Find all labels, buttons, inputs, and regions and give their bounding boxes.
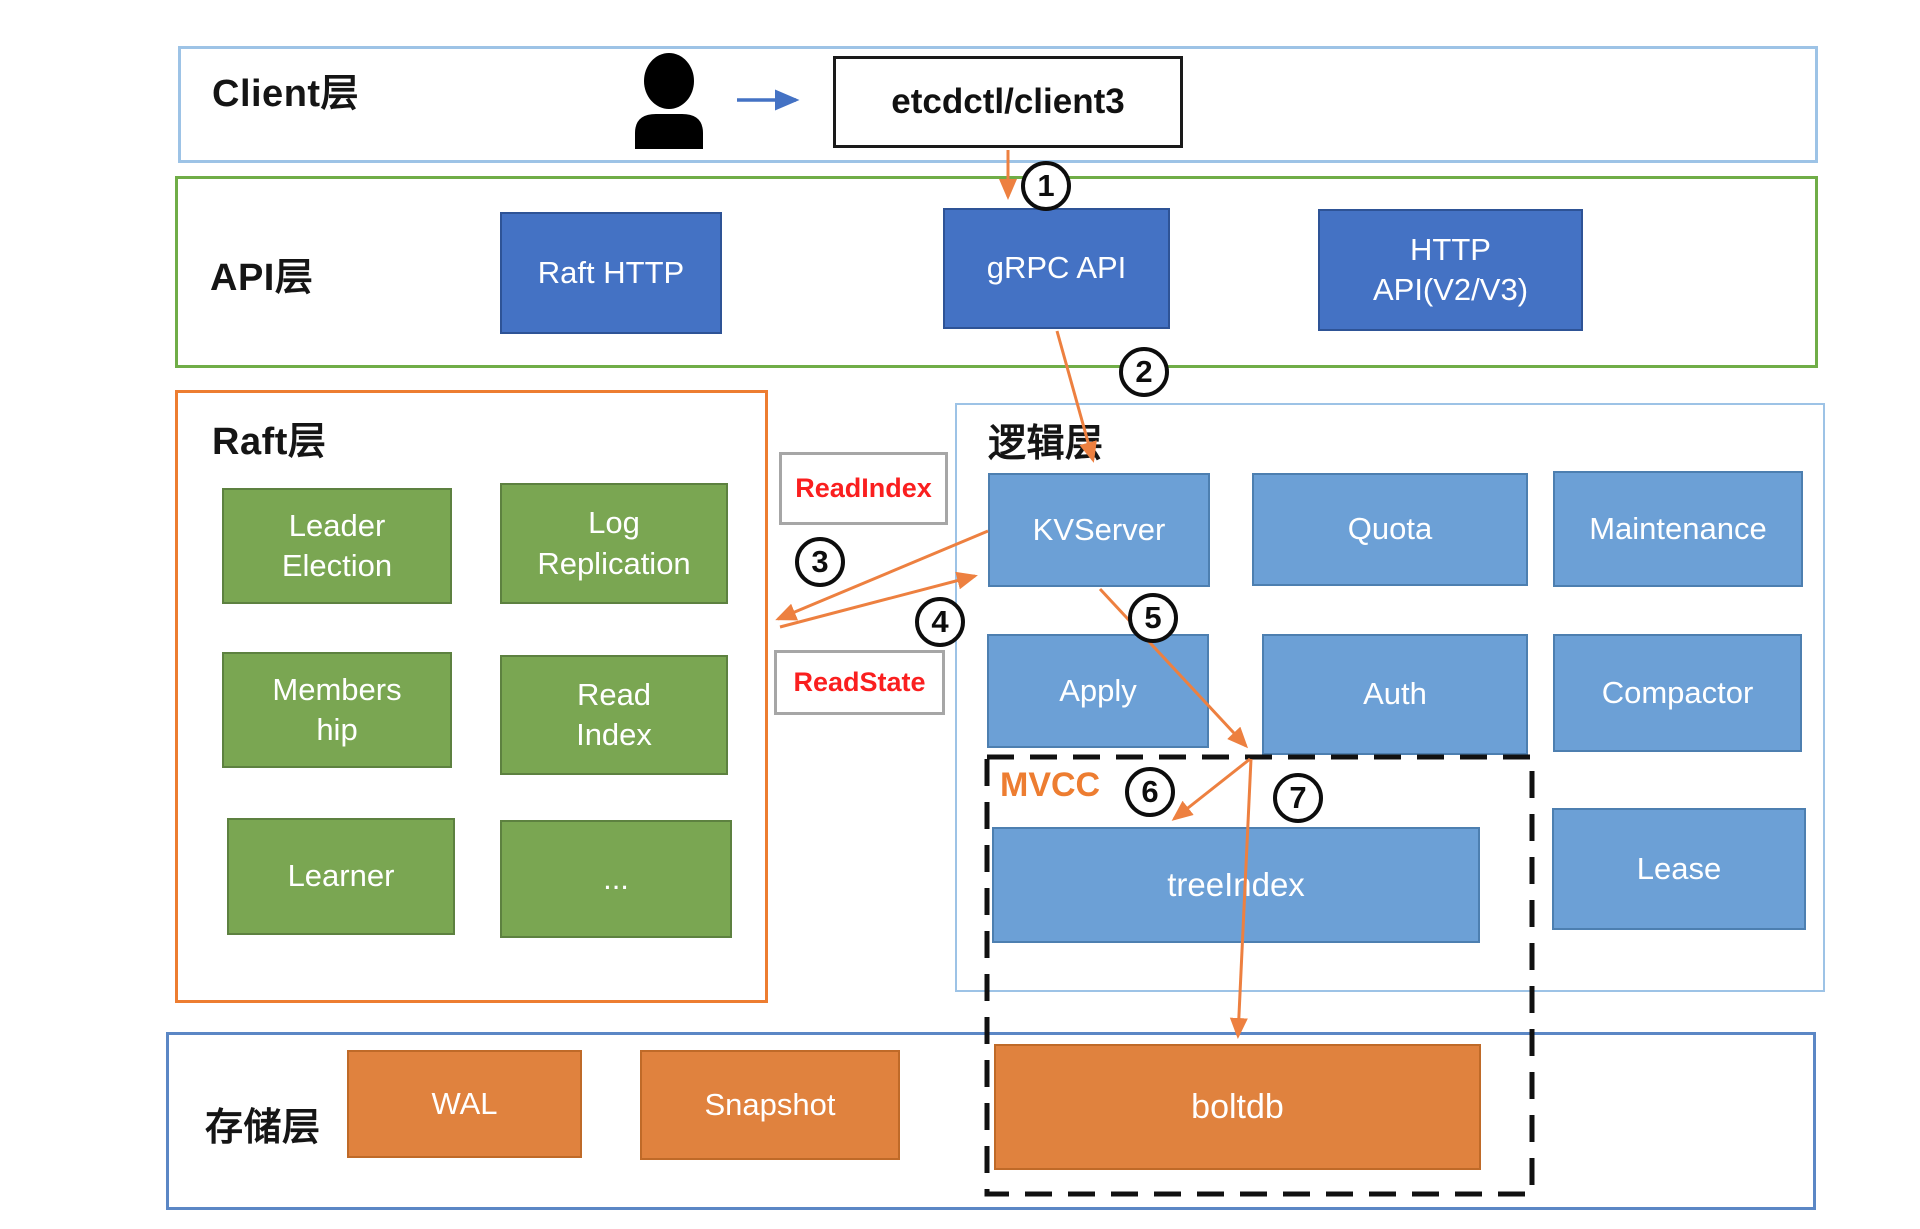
step-5-badge: 5 xyxy=(1128,593,1178,643)
step-4-badge: 4 xyxy=(915,597,965,647)
client-layer-label: Client层 xyxy=(212,73,360,115)
readindex-line2: Index xyxy=(576,717,652,752)
http-api-box: HTTP API(V2/V3) xyxy=(1318,209,1583,331)
readstate-note: ReadState xyxy=(774,650,945,715)
auth-box: Auth xyxy=(1262,634,1528,755)
raft-http-box: Raft HTTP xyxy=(500,212,722,334)
lease-box: Lease xyxy=(1552,808,1806,930)
membership-box: Members hip xyxy=(222,652,452,768)
step-7-badge: 7 xyxy=(1273,773,1323,823)
step-6-badge: 6 xyxy=(1125,767,1175,817)
logrep-line2: Replication xyxy=(537,545,691,581)
compactor-box: Compactor xyxy=(1553,634,1802,752)
client-layer-frame xyxy=(178,46,1818,163)
step-3-badge: 3 xyxy=(795,537,845,587)
grpc-api-box: gRPC API xyxy=(943,208,1170,329)
readindex-note: ReadIndex xyxy=(779,452,948,525)
leader-line1: Leader xyxy=(288,507,386,543)
raft-layer-label: Raft层 xyxy=(212,421,327,463)
storage-layer-label: 存储层 xyxy=(205,1107,321,1149)
log-replication-box: Log Replication xyxy=(500,483,728,604)
quota-box: Quota xyxy=(1252,473,1528,586)
boltdb-box: boltdb xyxy=(994,1044,1481,1170)
read-index-box: Read Index xyxy=(500,655,728,775)
treeindex-box: treeIndex xyxy=(992,827,1480,943)
membership-line1: Members xyxy=(272,671,402,707)
api-layer-frame xyxy=(175,176,1818,368)
step-2-badge: 2 xyxy=(1119,347,1169,397)
mvcc-label: MVCC xyxy=(1000,766,1101,804)
step-1-badge: 1 xyxy=(1021,161,1071,211)
leader-line2: Election xyxy=(281,548,393,583)
http-api-line2: API(V2/V3) xyxy=(1372,272,1529,307)
http-api-line1: HTTP xyxy=(1410,231,1491,267)
learner-box: Learner xyxy=(227,818,455,935)
apply-box: Apply xyxy=(987,634,1209,748)
user-person-icon xyxy=(635,53,703,149)
leader-election-box: Leader Election xyxy=(222,488,452,604)
api-layer-label: API层 xyxy=(210,257,314,299)
logrep-line1: Log xyxy=(588,505,640,541)
wal-box: WAL xyxy=(347,1050,582,1158)
membership-line2: hip xyxy=(316,712,358,747)
snapshot-box: Snapshot xyxy=(640,1050,900,1160)
kvserver-box: KVServer xyxy=(988,473,1210,587)
readindex-line1: Read xyxy=(576,676,652,712)
raft-more-box: ... xyxy=(500,820,732,938)
logic-layer-label: 逻辑层 xyxy=(988,423,1104,465)
etcdctl-client3-box: etcdctl/client3 xyxy=(833,56,1183,148)
raft-layer-frame xyxy=(175,390,768,1003)
maintenance-box: Maintenance xyxy=(1553,471,1803,587)
